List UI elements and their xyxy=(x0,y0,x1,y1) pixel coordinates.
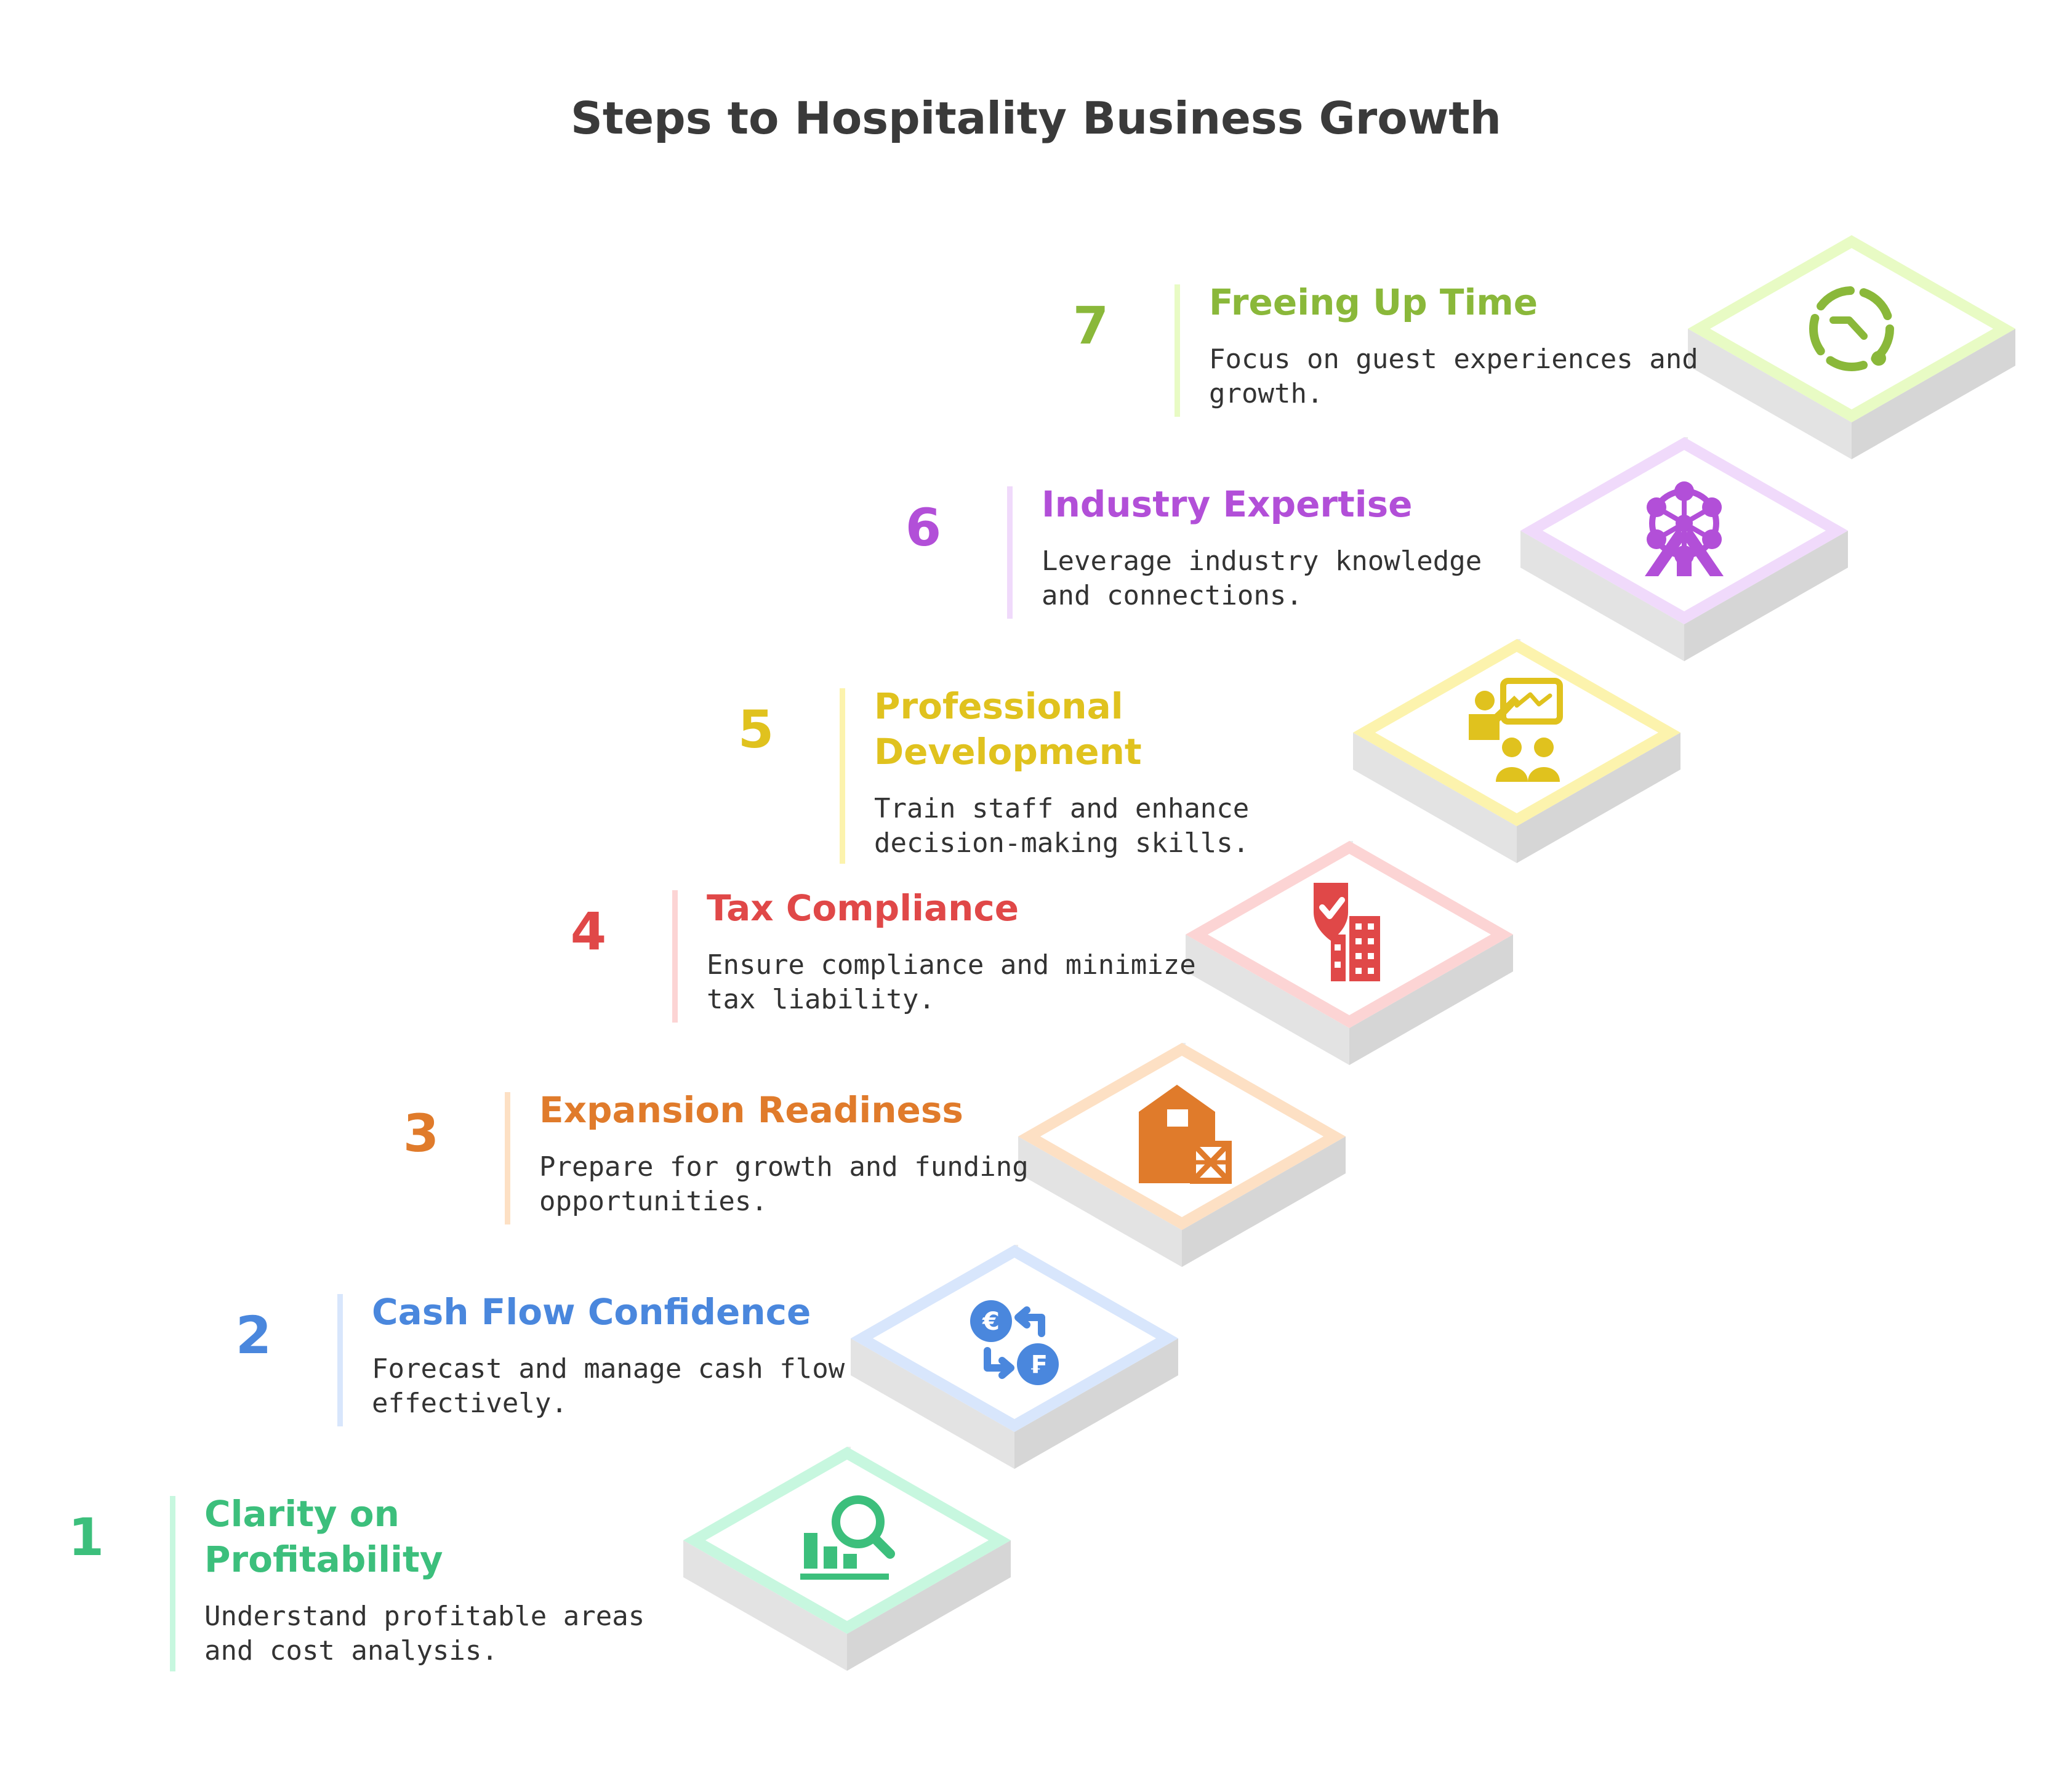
diagram-title: Steps to Hospitality Business Growth xyxy=(571,92,1501,144)
step-front-face xyxy=(1688,329,1852,459)
stair-step-5 xyxy=(1353,531,1680,863)
svg-text:₣: ₣ xyxy=(1029,1351,1046,1379)
step-title-line: Industry Expertise xyxy=(1042,483,1413,525)
timer-icon xyxy=(1809,286,1894,371)
stair-step-4 xyxy=(1186,733,1513,1065)
currency-exchange-icon: €₣ xyxy=(970,1300,1059,1385)
step-title-line: Professional xyxy=(874,685,1123,727)
step-front-face xyxy=(683,1540,847,1671)
step-description-line: Train staff and enhance xyxy=(874,793,1250,824)
step-title-line: Expansion Readiness xyxy=(539,1089,963,1131)
ferris-wheel-icon xyxy=(1645,481,1724,576)
svg-text:€: € xyxy=(982,1308,1000,1336)
step-top-inner xyxy=(1375,652,1658,813)
step-title-line: Cash Flow Confidence xyxy=(372,1291,811,1333)
step-front-face xyxy=(1520,531,1684,661)
step-front-face xyxy=(1186,935,1349,1065)
step-title-line: Clarity on xyxy=(204,1493,400,1535)
step-divider xyxy=(337,1294,343,1426)
step-divider xyxy=(1175,284,1180,417)
chart-search-icon xyxy=(800,1495,895,1580)
step-title-line: Development xyxy=(874,731,1142,773)
step-description-line: effectively. xyxy=(372,1388,568,1419)
step-side-face xyxy=(1349,935,1513,1065)
step-side-face xyxy=(1014,1338,1178,1469)
step-divider xyxy=(1007,486,1013,619)
step-number: 7 xyxy=(1072,296,1109,356)
step-title: Cash Flow Confidence xyxy=(372,1289,815,1335)
step-description-line: tax liability. xyxy=(707,984,935,1015)
step-number: 3 xyxy=(403,1103,440,1164)
shield-building-icon xyxy=(1314,883,1380,981)
step-description-line: Prepare for growth and funding xyxy=(539,1151,1029,1183)
step-side-face xyxy=(847,1540,1011,1671)
stair-step-2: €₣ xyxy=(851,1136,1178,1469)
step-number: 5 xyxy=(737,699,774,760)
step-title-line: Freeing Up Time xyxy=(1209,281,1538,323)
step-description-line: and cost analysis. xyxy=(204,1635,498,1666)
stair-step-6 xyxy=(1520,329,1848,661)
step-divider xyxy=(672,890,678,1023)
step-description-line: decision-making skills. xyxy=(874,827,1250,859)
presentation-icon xyxy=(1469,678,1563,782)
step-title: Freeing Up Time xyxy=(1209,279,1652,325)
step-description-line: growth. xyxy=(1209,378,1323,409)
step-front-face xyxy=(851,1338,1014,1469)
step-description-line: Understand profitable areas xyxy=(204,1601,645,1632)
step-description-line: and connections. xyxy=(1042,580,1303,611)
step-side-face xyxy=(1684,531,1848,661)
step-number: 1 xyxy=(68,1507,105,1567)
step-side-face xyxy=(1517,733,1680,863)
step-front-face xyxy=(1018,1136,1182,1267)
step-title: Expansion Readiness xyxy=(539,1087,982,1133)
step-title-line: Tax Compliance xyxy=(707,887,1019,929)
stair-step-3 xyxy=(1018,935,1346,1267)
step-description-line: Focus on guest experiences and xyxy=(1209,344,1698,375)
step-number: 2 xyxy=(235,1305,272,1365)
step-description-line: Leverage industry knowledge xyxy=(1042,545,1482,577)
step-number: 6 xyxy=(905,497,942,558)
step-side-face xyxy=(1852,329,2015,459)
step-top-inner xyxy=(1710,248,1993,409)
step-side-face xyxy=(1182,1136,1346,1267)
step-front-face xyxy=(1353,733,1517,863)
step-title-line: Profitability xyxy=(204,1538,443,1580)
step-number: 4 xyxy=(570,901,607,962)
step-divider xyxy=(840,688,845,864)
step-top-inner xyxy=(873,1258,1156,1419)
stair-step-1 xyxy=(683,1338,1011,1671)
step-title: Industry Expertise xyxy=(1042,481,1485,527)
step-description-line: Ensure compliance and minimize xyxy=(707,949,1196,981)
step-divider xyxy=(170,1496,175,1671)
step-divider xyxy=(505,1092,510,1224)
step-description-line: opportunities. xyxy=(539,1186,768,1217)
stair-step-7 xyxy=(1688,235,2015,459)
barn-icon xyxy=(1139,1085,1232,1184)
step-title: Tax Compliance xyxy=(707,885,1150,931)
step-description-line: Forecast and manage cash flow xyxy=(372,1353,845,1385)
